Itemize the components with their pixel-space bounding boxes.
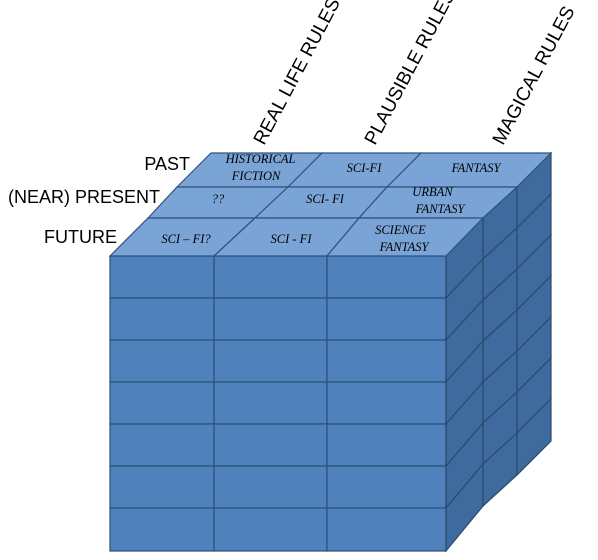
front-cell [109, 255, 215, 299]
cell-present-plausible: SCI- FI [306, 192, 345, 206]
cell-line: FANTASY [415, 202, 467, 216]
top-cell [325, 217, 485, 257]
front-cell [213, 465, 328, 509]
front-cell [109, 423, 215, 467]
cell-past-plausible: SCI-FI [347, 161, 383, 175]
cell-line: FANTASY [379, 240, 431, 254]
side-cell [516, 397, 552, 477]
cube-top-face [108, 152, 553, 257]
column-header-magical: MAGICAL RULES [489, 3, 580, 148]
column-header-real-life: REAL LIFE RULES [250, 0, 345, 148]
cell-line: SCIENCE [375, 223, 426, 237]
column-headers: REAL LIFE RULES PLAUSIBLE RULES MAGICAL … [250, 0, 580, 148]
cell-line: URBAN [412, 185, 453, 199]
front-cell [326, 507, 447, 552]
front-cell [326, 423, 447, 467]
cell-present-magical: URBAN FANTASY [412, 185, 466, 216]
row-headers: PAST (NEAR) PRESENT FUTURE [8, 154, 190, 247]
row-header-present: (NEAR) PRESENT [8, 187, 160, 207]
front-cell [109, 297, 215, 341]
cell-future-real: SCI – FI? [161, 232, 211, 246]
cell-line: FICTION [231, 169, 281, 183]
cell-past-magical: FANTASY [451, 161, 503, 175]
row-header-future: FUTURE [44, 227, 117, 247]
front-cell [213, 507, 328, 552]
front-cell [326, 297, 447, 341]
front-cell [326, 339, 447, 383]
front-cell [213, 255, 328, 299]
cube-side-face [445, 151, 552, 553]
column-header-plausible: PLAUSIBLE RULES [361, 0, 460, 148]
front-cell [213, 297, 328, 341]
front-cell [213, 381, 328, 425]
cell-past-real: HISTORICAL FICTION [225, 152, 299, 183]
row-header-past: PAST [144, 154, 190, 174]
front-cell [326, 465, 447, 509]
cell-line: HISTORICAL [225, 152, 296, 166]
cell-future-plausible: SCI - FI [271, 232, 313, 246]
front-cell [109, 507, 215, 552]
front-cell [109, 339, 215, 383]
cell-future-magical: SCIENCE FANTASY [375, 223, 430, 254]
front-cell [109, 465, 215, 509]
front-cell [326, 381, 447, 425]
front-cell [326, 255, 447, 299]
front-cell [213, 339, 328, 383]
front-cell [213, 423, 328, 467]
cell-present-real: ?? [212, 192, 225, 206]
front-cell [109, 381, 215, 425]
cube-front-face [109, 255, 447, 552]
top-cell-labels: HISTORICAL FICTION SCI-FI FANTASY ?? SCI… [161, 152, 502, 254]
